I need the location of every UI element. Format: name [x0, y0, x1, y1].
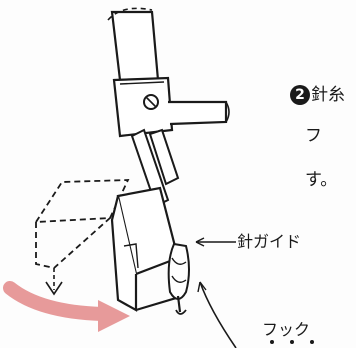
threader-shaft	[168, 100, 228, 126]
needle-bar	[110, 10, 160, 82]
needle-guide-shape	[167, 242, 190, 300]
instruction-text-1: 針糸	[311, 85, 345, 105]
rotation-arrow-head	[98, 300, 130, 332]
lever-prev-position	[34, 179, 130, 223]
needle-bar-top-curve	[107, 7, 153, 21]
needle-guide-label: 針ガイド	[237, 232, 302, 251]
step-number-badge: 2	[290, 85, 310, 105]
hook-emphasis-dots	[268, 340, 328, 346]
instruction-line-3: す。	[305, 170, 338, 190]
hook-leader	[199, 281, 237, 348]
needle-clamp	[112, 76, 174, 138]
hook-shape	[176, 295, 182, 313]
hook-label: フック	[262, 320, 311, 339]
rotation-arrow	[3, 281, 109, 321]
instruction-line-2: フ	[305, 126, 322, 146]
